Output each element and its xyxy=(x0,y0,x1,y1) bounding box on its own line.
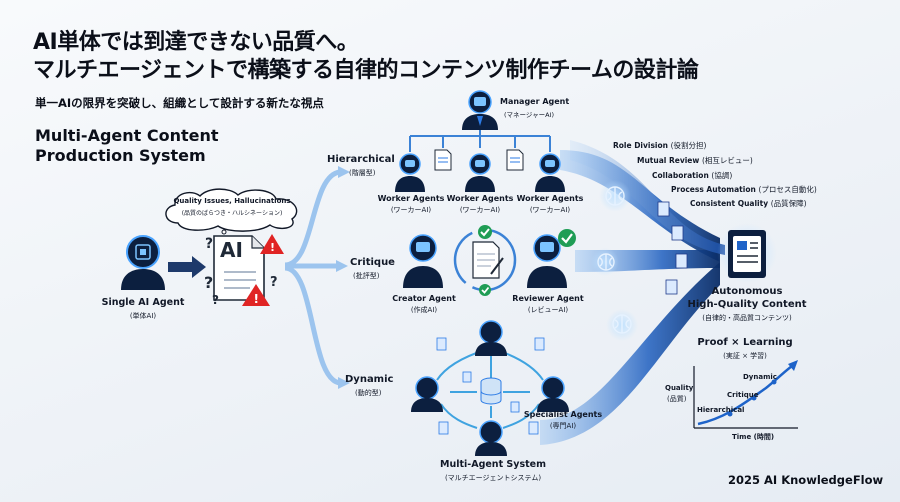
specialist-agent-icon-left xyxy=(411,376,443,412)
specialist-agent-icon-bottom xyxy=(475,420,507,456)
graph-title: Proof × Learning xyxy=(697,337,793,348)
check-badge-icon xyxy=(558,229,576,247)
fork-arrowhead xyxy=(338,377,350,389)
benefit-process-automation: Process Automation (プロセス自動化) xyxy=(671,185,817,194)
benefit-consistent-quality: Consistent Quality (品質保障) xyxy=(690,199,807,208)
mode-dynamic: Dynamic xyxy=(345,374,394,385)
point-hierarchical xyxy=(727,411,733,417)
specialist-agents-label: Specialist Agents xyxy=(523,410,603,419)
creator-agent-label: Creator Agent xyxy=(392,294,456,303)
mode-hierarchical: Hierarchical xyxy=(327,154,395,165)
dynamic-cluster xyxy=(411,320,569,456)
reviewer-agent-icon xyxy=(527,234,567,288)
fork-arrow-top xyxy=(284,169,341,268)
mode-hierarchical-ja: (階層型) xyxy=(349,169,376,177)
mini-document-icon xyxy=(436,337,545,435)
arrow-single-to-doc xyxy=(168,256,206,278)
page-title-line1: AI単体では到達できない品質へ。 xyxy=(33,30,359,55)
hierarchical-cluster xyxy=(395,90,565,192)
mode-critique-ja: (批評型) xyxy=(353,272,380,280)
graph-title-ja: (実証 × 学習) xyxy=(723,352,767,360)
point-dynamic xyxy=(771,379,777,385)
specialist-agent-icon-right xyxy=(537,376,569,412)
worker-label-3: Worker Agents xyxy=(516,194,584,203)
stream-icons xyxy=(597,186,688,334)
cloud-line1: Quality Issues, Hallucinations xyxy=(173,197,291,205)
output-line1: Autonomous xyxy=(711,286,783,297)
fork-arrowhead xyxy=(338,166,350,178)
output-document-icon xyxy=(717,223,777,283)
graph-y-label: Quality xyxy=(665,384,694,392)
check-icon xyxy=(478,225,492,239)
worker-agent-icon-2 xyxy=(465,153,495,192)
page-title-line2: マルチエージェントで構築する自律的コンテンツ制作チームの設計論 xyxy=(33,58,699,83)
flow-glow xyxy=(591,248,619,276)
thought-cloud xyxy=(165,188,298,235)
fork-arrow-bottom xyxy=(284,265,341,386)
svg-text:?: ? xyxy=(205,236,213,252)
benefit-role-division: Role Division (役割分担) xyxy=(613,141,707,150)
output-line2: High-Quality Content xyxy=(687,299,807,310)
svg-text:!: ! xyxy=(270,241,275,254)
creator-agent-icon xyxy=(403,234,443,288)
worker-label-1-ja: (ワーカーAI) xyxy=(390,206,432,214)
manager-agent-label-ja: (マネージャーAI) xyxy=(504,111,554,119)
single-agent-label-ja: (単体AI) xyxy=(129,312,157,320)
worker-agent-icon-3 xyxy=(535,153,565,192)
worker-agent-icon-1 xyxy=(395,153,425,192)
specialist-agents-label-ja: (専門AI) xyxy=(549,422,577,430)
ai-doc-text: AI xyxy=(220,238,243,262)
single-agent-label: Single AI Agent xyxy=(101,297,185,308)
mode-dynamic-ja: (動的型) xyxy=(355,389,382,397)
multi-agent-system-label-ja: (マルチエージェントシステム) xyxy=(444,474,542,482)
creator-agent-label-ja: (作成AI) xyxy=(410,306,438,314)
review-document-icon xyxy=(472,241,504,279)
growth-graph xyxy=(693,360,798,429)
graph-x-label: Time (時間) xyxy=(732,433,775,441)
graph-point-label-dynamic: Dynamic xyxy=(743,373,777,381)
page-subtitle: 単一AIの限界を突破し、組織として設計する新たな視点 xyxy=(35,96,324,110)
task-document-icon xyxy=(434,149,524,171)
svg-text:?: ? xyxy=(270,275,278,290)
single-agent-icon xyxy=(121,235,165,290)
flow-stream-wide xyxy=(570,140,725,255)
multi-agent-system-label: Multi-Agent System xyxy=(440,459,546,470)
benefit-mutual-review: Mutual Review (相互レビュー) xyxy=(637,156,753,165)
fork-arrowhead xyxy=(336,260,348,272)
graph-y-label-ja: (品質) xyxy=(667,395,687,403)
graph-point-label-hierarchical: Hierarchical xyxy=(697,406,745,414)
manager-agent-icon xyxy=(462,90,498,130)
specialist-agent-icon-top xyxy=(475,320,507,356)
system-name-line1: Multi-Agent Content xyxy=(35,126,219,145)
flow-stream-bottom xyxy=(540,262,720,445)
reviewer-agent-label: Reviewer Agent xyxy=(512,294,584,303)
growth-arrowhead xyxy=(788,360,798,371)
svg-text:?: ? xyxy=(204,273,213,292)
worker-label-2-ja: (ワーカーAI) xyxy=(459,206,501,214)
worker-label-1: Worker Agents xyxy=(377,194,445,203)
worker-label-2: Worker Agents xyxy=(446,194,514,203)
critique-cluster xyxy=(403,225,576,296)
manager-agent-label: Manager Agent xyxy=(500,97,570,106)
mode-critique: Critique xyxy=(350,257,395,268)
check-icon xyxy=(479,284,491,296)
graph-point-label-critique: Critique xyxy=(727,391,759,399)
svg-text:!: ! xyxy=(254,292,259,306)
cloud-line2: (品質のばらつき・ハルシネーション) xyxy=(181,210,283,217)
system-name-line2: Production System xyxy=(35,146,206,165)
point-critique xyxy=(751,395,757,401)
reviewer-agent-label-ja: (レビューAI) xyxy=(527,306,569,314)
benefit-collaboration: Collaboration (協調) xyxy=(652,171,733,180)
database-icon xyxy=(480,377,502,405)
document-chip-icon xyxy=(657,201,688,295)
footer-brand: 2025 AI KnowledgeFlow xyxy=(728,473,884,487)
worker-label-3-ja: (ワーカーAI) xyxy=(529,206,571,214)
ai-document-icon: ? ? ? ? ! ! xyxy=(204,234,284,307)
growth-curve xyxy=(697,365,793,426)
svg-text:?: ? xyxy=(212,293,219,307)
brain-icon xyxy=(597,186,632,334)
output-label-ja: (自律的・高品質コンテンツ) xyxy=(702,314,792,322)
